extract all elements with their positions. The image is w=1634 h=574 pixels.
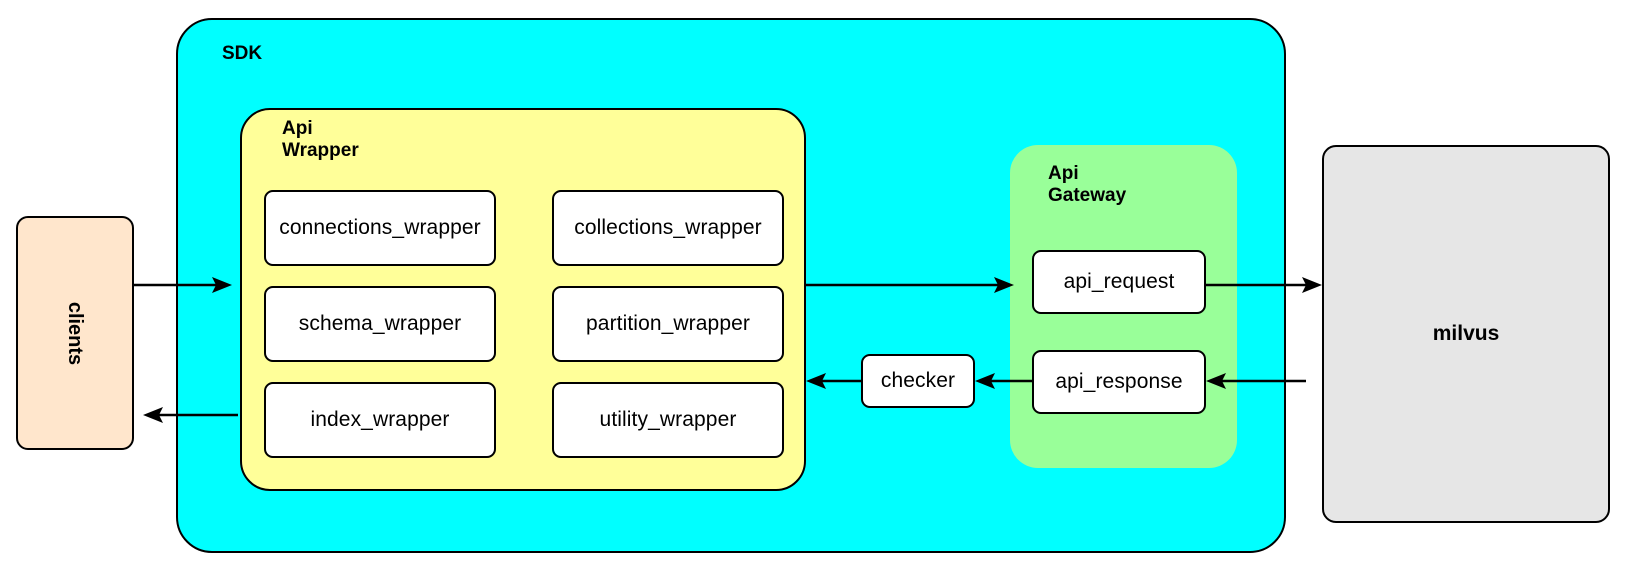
checker-node[interactable]: checker: [861, 354, 975, 408]
milvus-label: milvus: [1432, 322, 1500, 345]
collections-wrapper-node[interactable]: collections_wrapper: [552, 190, 784, 266]
milvus-node[interactable]: milvus: [1322, 145, 1610, 523]
partition-wrapper-node[interactable]: partition_wrapper: [552, 286, 784, 362]
sdk-label: SDK: [222, 43, 263, 64]
api-request-node[interactable]: api_request: [1032, 250, 1206, 314]
clients-label: clients: [64, 301, 87, 365]
api-gateway-label: Api Gateway: [1048, 163, 1127, 207]
schema-wrapper-node[interactable]: schema_wrapper: [264, 286, 496, 362]
index-wrapper-node[interactable]: index_wrapper: [264, 382, 496, 458]
clients-node[interactable]: clients: [16, 216, 134, 450]
connections-wrapper-node[interactable]: connections_wrapper: [264, 190, 496, 266]
api-response-node[interactable]: api_response: [1032, 350, 1206, 414]
api-wrapper-label: Api Wrapper: [282, 118, 359, 162]
utility-wrapper-node[interactable]: utility_wrapper: [552, 382, 784, 458]
